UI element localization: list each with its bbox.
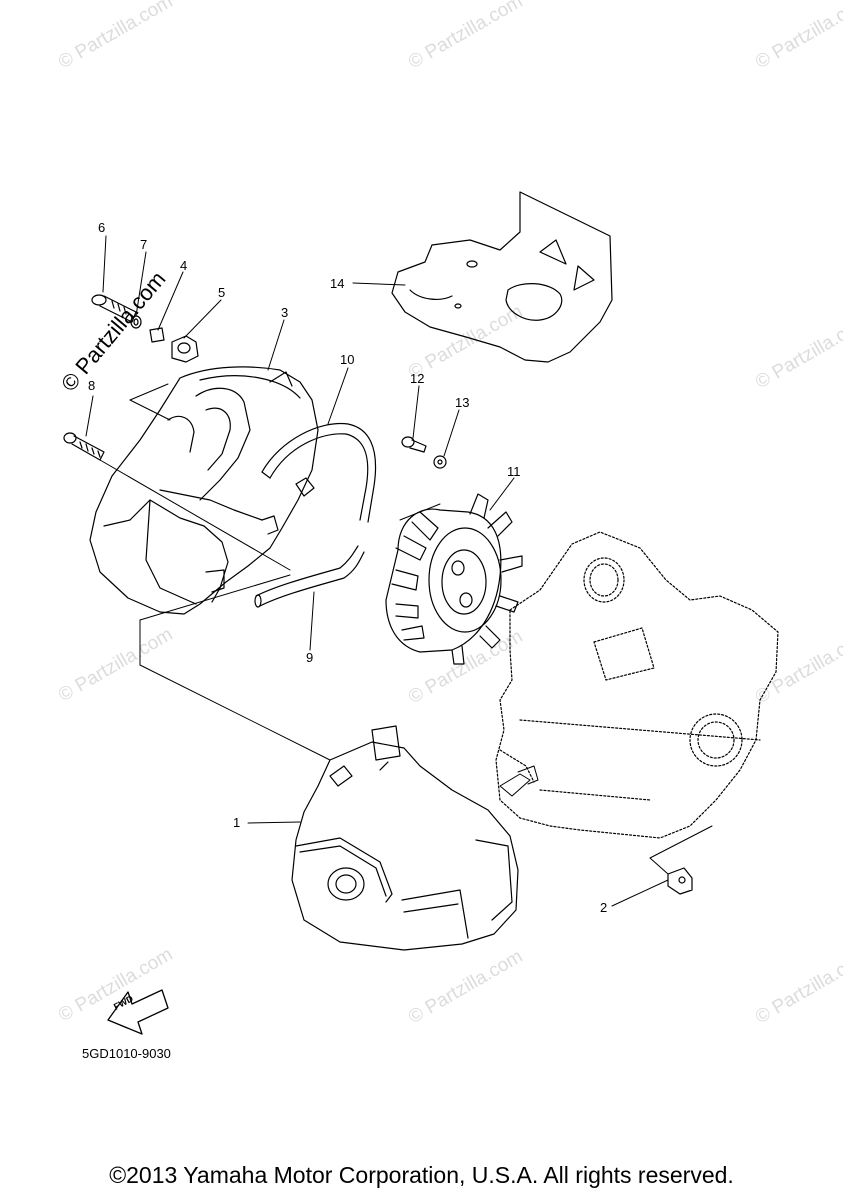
callout-9: 9: [306, 650, 314, 665]
callout-1: 1: [233, 815, 241, 830]
callout-3: 3: [281, 305, 289, 320]
part-12-bolt: [401, 436, 427, 453]
diagram-code: 5GD1010-9030: [82, 1046, 171, 1061]
assembly-lines: [99, 383, 713, 875]
callout-4: 4: [180, 258, 188, 273]
part-9-hose: [254, 545, 365, 608]
copyright-notice: ©2013 Yamaha Motor Corporation, U.S.A. A…: [109, 1162, 734, 1188]
part-2-clip: [667, 867, 693, 895]
part-11-fan: [385, 493, 523, 665]
leader-lines: [85, 235, 669, 907]
part-5-grommet: [171, 335, 199, 363]
callout-2: 2: [600, 900, 608, 915]
callout-10: 10: [340, 352, 355, 367]
callout-14: 14: [330, 276, 345, 291]
part-8-screw: [63, 432, 105, 461]
engine-plug: [499, 765, 539, 797]
part-1-cover: [291, 725, 519, 951]
part-13-washer: [433, 455, 447, 469]
callout-12: 12: [410, 371, 425, 386]
callout-6: 6: [98, 220, 106, 235]
part-4-collar: [149, 327, 165, 343]
callout-13: 13: [455, 395, 470, 410]
callout-8: 8: [88, 378, 96, 393]
engine-block: [495, 531, 779, 839]
callout-11: 11: [507, 464, 521, 479]
part-3-shroud: [89, 366, 319, 615]
callout-7: 7: [140, 237, 148, 252]
part-14-gasket-plate: [391, 191, 613, 363]
callout-5: 5: [218, 285, 226, 300]
part-10-hose: [261, 422, 377, 523]
fwd-arrow-icon: [107, 989, 169, 1035]
